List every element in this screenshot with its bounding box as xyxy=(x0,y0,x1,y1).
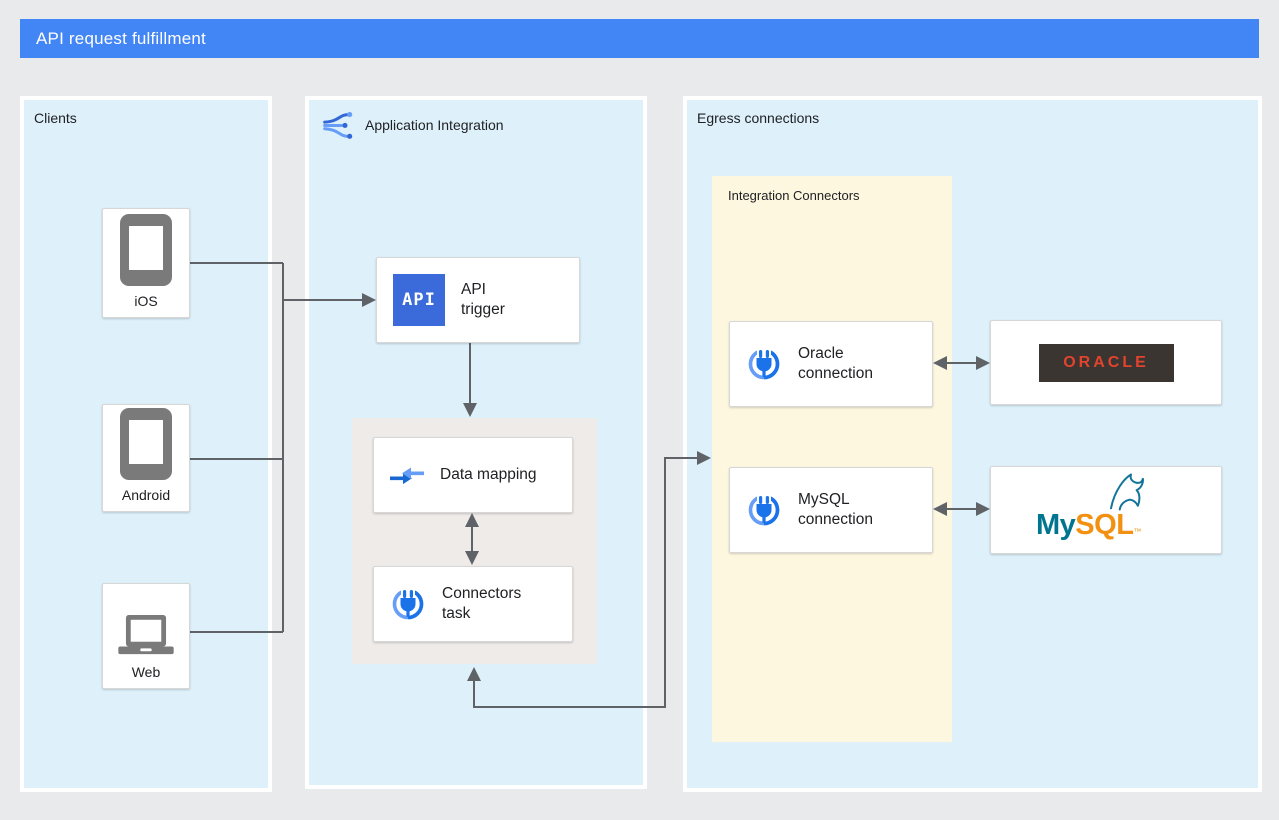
phone-icon xyxy=(120,408,172,480)
node-data-mapping-label: Data mapping xyxy=(440,465,537,483)
mysql-dolphin-icon xyxy=(1104,472,1148,512)
connector-plug-icon xyxy=(746,346,782,382)
node-ios-label: iOS xyxy=(134,293,158,309)
panel-integration-connectors-title: Integration Connectors xyxy=(728,188,860,203)
node-connectors-task: Connectors task xyxy=(373,566,573,642)
oracle-logo-text: ORACLE xyxy=(1063,353,1149,371)
oracle-logo: ORACLE xyxy=(1038,343,1174,382)
laptop-icon xyxy=(115,615,177,657)
node-oracle-connection-label: Oracle connection xyxy=(798,344,873,382)
node-web-label: Web xyxy=(131,664,161,680)
phone-icon xyxy=(120,214,172,286)
node-mysql-connection: MySQL connection xyxy=(729,467,933,553)
connector-plug-icon xyxy=(746,492,782,528)
node-api-trigger-label: API trigger xyxy=(461,280,505,318)
panel-clients-title: Clients xyxy=(34,110,77,126)
node-mysql-connection-label: MySQL connection xyxy=(798,490,873,528)
node-api-trigger: API API trigger xyxy=(376,257,580,343)
node-oracle-connection: Oracle connection xyxy=(729,321,933,407)
node-connectors-task-label: Connectors task xyxy=(442,584,522,622)
node-web: Web xyxy=(102,583,190,689)
mysql-logo-my: My xyxy=(1036,509,1076,541)
node-android: Android xyxy=(102,404,190,512)
panel-egress-title: Egress connections xyxy=(697,110,820,126)
connectors-task-icon xyxy=(390,586,426,622)
node-ios: iOS xyxy=(102,208,190,318)
mysql-logo-tm: ™ xyxy=(1133,527,1141,536)
data-mapping-icon xyxy=(390,462,424,488)
node-android-label: Android xyxy=(121,487,171,503)
application-integration-icon xyxy=(319,108,353,142)
mysql-logo: MySQL™ xyxy=(1036,472,1176,548)
diagram-title: API request fulfillment xyxy=(36,28,206,48)
panel-application-integration-title: Application Integration xyxy=(365,117,504,133)
node-oracle-database: ORACLE xyxy=(990,320,1222,405)
node-data-mapping: Data mapping xyxy=(373,437,573,513)
mysql-logo-sql: SQL xyxy=(1075,509,1134,541)
panel-integration-connectors: Integration Connectors xyxy=(712,176,952,742)
diagram-title-bar: API request fulfillment xyxy=(20,19,1259,58)
node-mysql-database: MySQL™ xyxy=(990,466,1222,554)
api-trigger-icon: API xyxy=(393,274,445,326)
